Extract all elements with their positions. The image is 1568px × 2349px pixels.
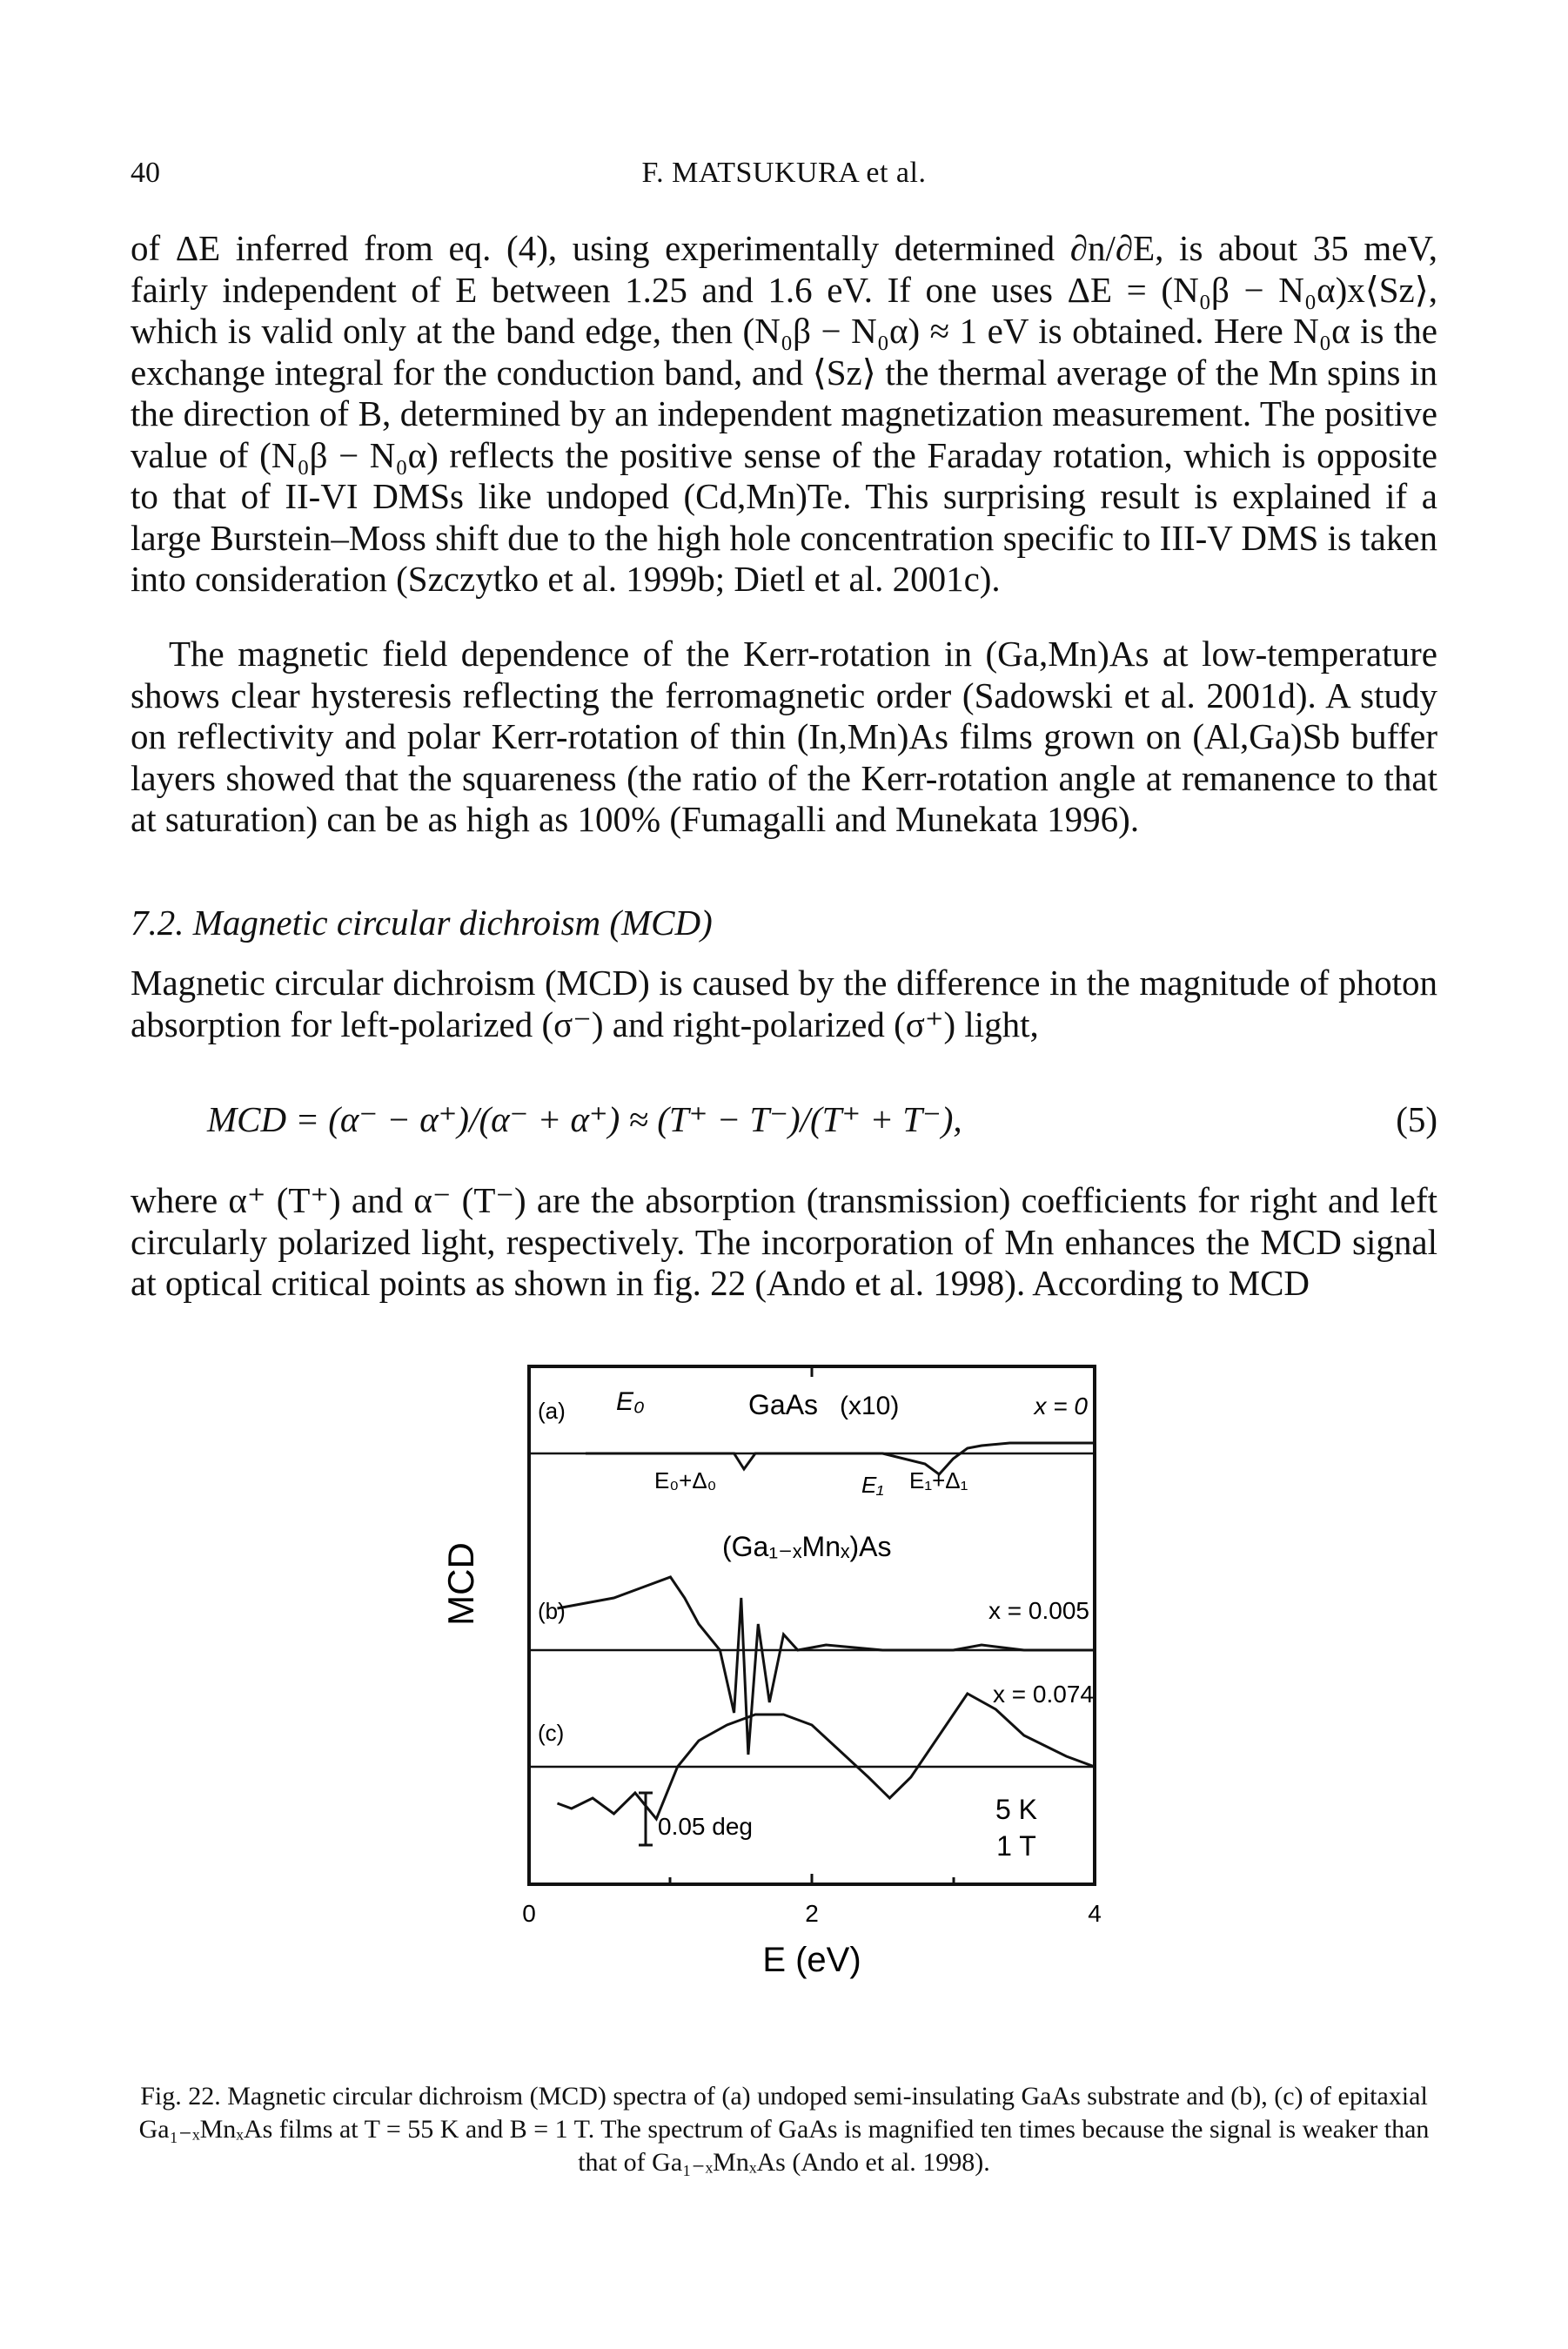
e0-delta-label: E₀+Δ₀ [654, 1467, 716, 1493]
section-heading: 7.2. Magnetic circular dichroism (MCD) [131, 903, 713, 943]
x-tick-label-4: 4 [1088, 1900, 1102, 1927]
paragraph-continued: of ΔE inferred from eq. (4), using exper… [131, 228, 1437, 601]
series-x0005-line [557, 1575, 1095, 1755]
e0-label: E₀ [616, 1387, 645, 1416]
scale-bar-label: 0.05 deg [658, 1813, 753, 1840]
x-axis-label: E (eV) [762, 1941, 861, 1979]
temperature-label: 5 K [995, 1794, 1037, 1825]
gaas-label: GaAs [748, 1389, 818, 1420]
panel-c-label: (c) [538, 1720, 564, 1746]
running-header: 40 F. MATSUKURA et al. [131, 157, 1437, 200]
gamnas-label: (Ga₁₋ₓMnₓ)As [722, 1531, 891, 1562]
running-title: F. MATSUKURA et al. [641, 157, 927, 189]
gaas-factor-label: (x10) [840, 1392, 899, 1420]
mcd-chart: MCD (a) (b) (c) E₀ GaAs (x10) x = 0 E₀+Δ… [440, 1365, 1102, 1979]
paragraph-text: Magnetic circular dichroism (MCD) is cau… [131, 963, 1437, 1044]
field-label: 1 T [996, 1830, 1036, 1862]
x-c-label: x = 0.074 [993, 1681, 1094, 1708]
equation-number: (5) [1396, 1099, 1437, 1139]
e1-label: E₁ [861, 1472, 884, 1498]
paragraph-absorption: where α⁺ (T⁺) and α⁻ (T⁻) are the absorp… [131, 1180, 1437, 1305]
series-x0074-line [556, 1692, 1096, 1822]
figure-22: MCD (a) (b) (c) E₀ GaAs (x10) x = 0 E₀+Δ… [435, 1358, 1131, 2071]
equation-body: MCD = (α⁻ − α⁺)/(α⁻ + α⁺) ≈ (T⁺ − T⁻)/(T… [207, 1099, 962, 1139]
paragraph-text: where α⁺ (T⁺) and α⁻ (T⁻) are the absorp… [131, 1180, 1437, 1303]
x-tick-label-0: 0 [522, 1900, 536, 1927]
e1-delta-label: E₁+Δ₁ [909, 1467, 968, 1493]
panel-a-label: (a) [538, 1398, 566, 1424]
x-tick-label-2: 2 [805, 1900, 819, 1927]
x-b-label: x = 0.005 [988, 1597, 1089, 1624]
x-a-label: x = 0 [1033, 1393, 1089, 1419]
y-axis-label: MCD [440, 1542, 481, 1626]
page-number: 40 [131, 157, 160, 189]
paragraph-kerr-rotation: The magnetic field dependence of the Ker… [131, 634, 1437, 841]
series-gaas-line [586, 1441, 1095, 1477]
panel-b-label: (b) [538, 1598, 566, 1624]
paragraph-text: of ΔE inferred from eq. (4), using exper… [131, 228, 1437, 599]
equation-5: MCD = (α⁻ − α⁺)/(α⁻ + α⁺) ≈ (T⁺ − T⁻)/(T… [131, 1098, 1437, 1142]
paragraph-mcd-definition: Magnetic circular dichroism (MCD) is cau… [131, 963, 1437, 1045]
paragraph-text: The magnetic field dependence of the Ker… [131, 634, 1437, 839]
figure-caption: Fig. 22. Magnetic circular dichroism (MC… [138, 2082, 1430, 2177]
